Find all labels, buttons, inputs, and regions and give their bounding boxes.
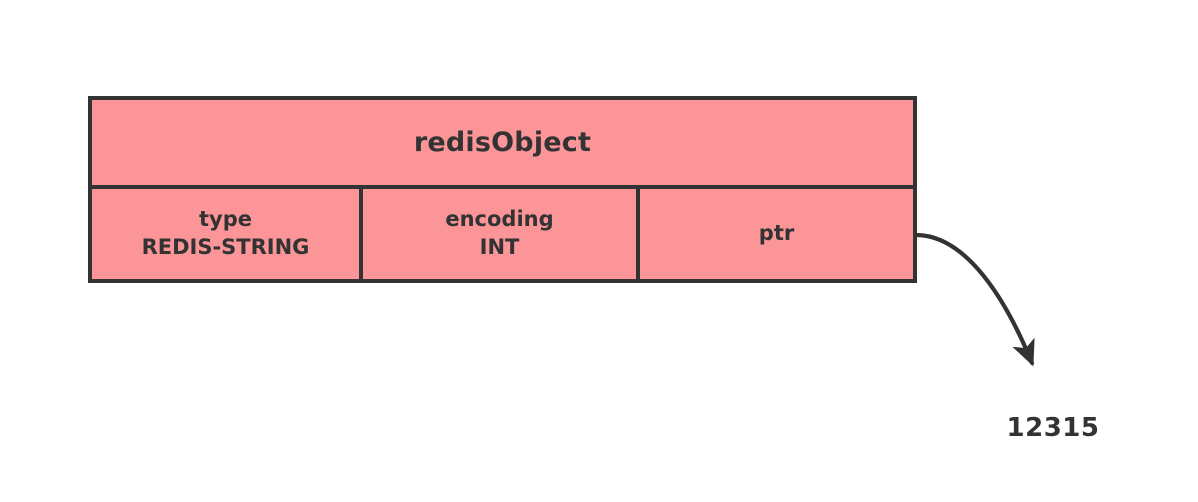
curved-arrow-icon	[913, 232, 1035, 367]
field-encoding-value: INT	[479, 235, 520, 259]
field-ptr-label: ptr	[758, 221, 795, 246]
pointer-target-value: 12315	[1006, 413, 1100, 443]
field-encoding-label: encoding	[445, 207, 554, 232]
field-ptr: ptr	[640, 189, 913, 279]
redis-object-fields: type REDIS-STRING encoding INT ptr	[92, 189, 913, 279]
redis-object-box: redisObject type REDIS-STRING encoding I…	[88, 96, 917, 283]
field-type-label: type	[198, 207, 252, 232]
field-encoding: encoding INT	[363, 189, 640, 279]
field-type: type REDIS-STRING	[92, 189, 363, 279]
redis-object-title: redisObject	[92, 100, 913, 189]
field-type-value: REDIS-STRING	[141, 235, 310, 259]
